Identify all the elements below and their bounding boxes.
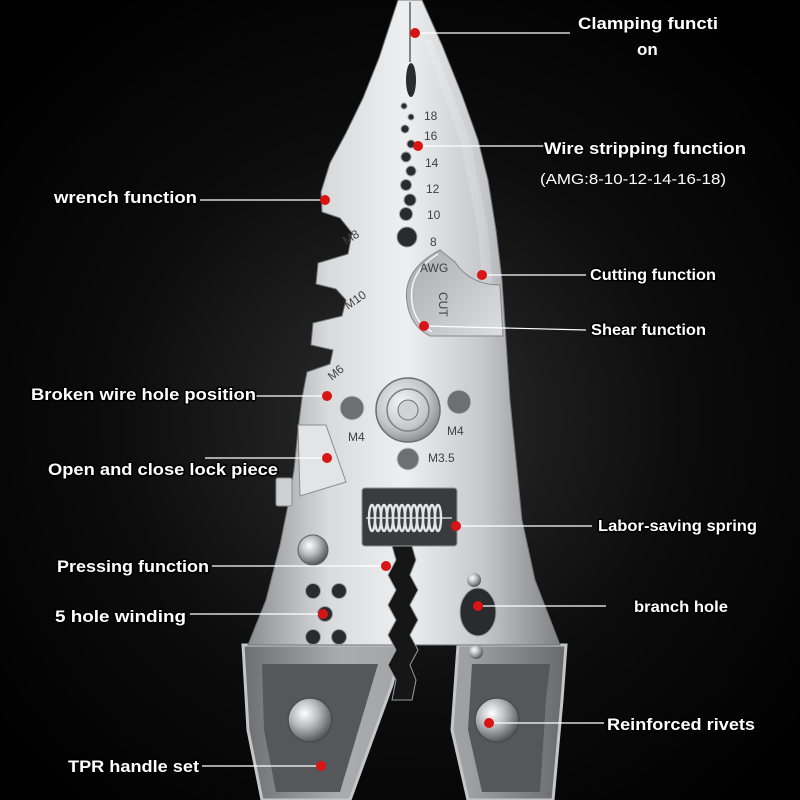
awg-gauge-scale: 18 16 14 12 10 8 [424, 109, 441, 249]
callout-dot [413, 141, 423, 151]
strip-hole [400, 179, 412, 191]
awg-gauge-label: 12 [426, 182, 440, 196]
strip-hole [400, 102, 408, 110]
callout-dot [381, 561, 391, 571]
broken-wire-hole-bottom [396, 447, 420, 471]
callout-dot [477, 270, 487, 280]
callout-label: Shear function [591, 322, 706, 339]
branch-hole-screw-bottom [469, 645, 483, 659]
callout-label: TPR handle set [68, 757, 199, 776]
callout-dot [322, 453, 332, 463]
callout-dot [322, 391, 332, 401]
strip-hole [403, 193, 417, 207]
callout-dot [419, 321, 429, 331]
callout-dot [316, 761, 326, 771]
strip-hole [405, 165, 417, 177]
callout-five-hole: 5 hole winding [54, 606, 328, 628]
callout-label: Open and close lock piece [48, 460, 278, 479]
five-hole-winding [305, 583, 347, 645]
callout-label: branch hole [634, 599, 728, 616]
pressing-teeth [387, 545, 419, 701]
callout-spring: Labor-saving spring [451, 517, 759, 537]
strip-hole [399, 207, 413, 221]
callout-broken-wire-hole: Broken wire hole position [30, 384, 332, 406]
hole-size-right: M4 [447, 424, 464, 438]
callout-branch-hole: branch hole [473, 598, 730, 618]
strip-hole [396, 226, 418, 248]
reinforced-rivet-left [287, 697, 333, 743]
cutting-blade [405, 249, 504, 337]
pivot-ring [386, 388, 430, 432]
reinforced-rivet-right [474, 697, 520, 743]
strip-hole [400, 124, 410, 134]
callout-handle: TPR handle set [67, 756, 326, 778]
lock-tab [275, 477, 293, 507]
awg-range-note: (AMG:8-10-12-14-16-18) [540, 171, 726, 188]
broken-wire-hole-left [339, 395, 365, 421]
awg-gauge-label: 16 [424, 129, 438, 143]
callout-label-line2: on [637, 40, 658, 59]
upper-rivet [297, 534, 329, 566]
pivot-center [397, 399, 419, 421]
labor-saving-spring [367, 503, 443, 533]
strip-hole [400, 151, 412, 163]
winding-hole [331, 629, 347, 645]
callout-pressing: Pressing function [56, 556, 391, 578]
wire-stripping-holes [396, 102, 418, 248]
callout-wrench: wrench function [51, 187, 330, 209]
branch-hole-screw-top [467, 573, 481, 587]
hole-size-left: M4 [348, 430, 365, 444]
leader-line [423, 325, 587, 331]
callout-rivets: Reinforced rivets [484, 715, 757, 736]
callout-dot [320, 195, 330, 205]
awg-gauge-label: 10 [427, 208, 441, 222]
callout-wire-stripping: Wire stripping function (AMG:8-10-12-14-… [413, 138, 748, 188]
callout-label: 5 hole winding [55, 607, 186, 626]
lock-piece [297, 424, 347, 497]
callout-label: wrench function [53, 188, 197, 207]
callout-shear: Shear function [419, 321, 708, 341]
winding-hole [305, 583, 321, 599]
callout-dot [410, 28, 420, 38]
awg-unit-label: AWG [420, 261, 448, 275]
strip-hole [407, 113, 415, 121]
winding-hole [331, 583, 347, 599]
callout-label: Broken wire hole position [31, 385, 256, 404]
broken-wire-hole-right [446, 389, 472, 415]
callout-label: Cutting function [590, 267, 716, 284]
branch-hole-slot [459, 587, 497, 637]
callout-dot [451, 521, 461, 531]
awg-gauge-label: 18 [424, 109, 438, 123]
awg-gauge-label: 8 [430, 235, 437, 249]
winding-hole [305, 629, 321, 645]
callout-label: Pressing function [57, 557, 209, 576]
awg-gauge-label: 14 [425, 156, 439, 170]
callout-cutting: Cutting function [477, 266, 718, 286]
callout-dot [484, 718, 494, 728]
callout-lock-piece: Open and close lock piece [47, 453, 332, 481]
callout-clamping: Clamping functi on [410, 13, 720, 61]
callout-dot [318, 609, 328, 619]
callout-label: Reinforced rivets [607, 716, 755, 734]
hole-size-bottom: M3.5 [428, 451, 455, 465]
clamping-jaw-slot [406, 63, 416, 97]
callout-label-line1: Clamping functi [578, 14, 718, 33]
callout-label: Wire stripping function [544, 139, 746, 158]
callout-label: Labor-saving spring [598, 518, 757, 535]
callout-dot [473, 601, 483, 611]
cut-label: CUT [436, 292, 450, 317]
